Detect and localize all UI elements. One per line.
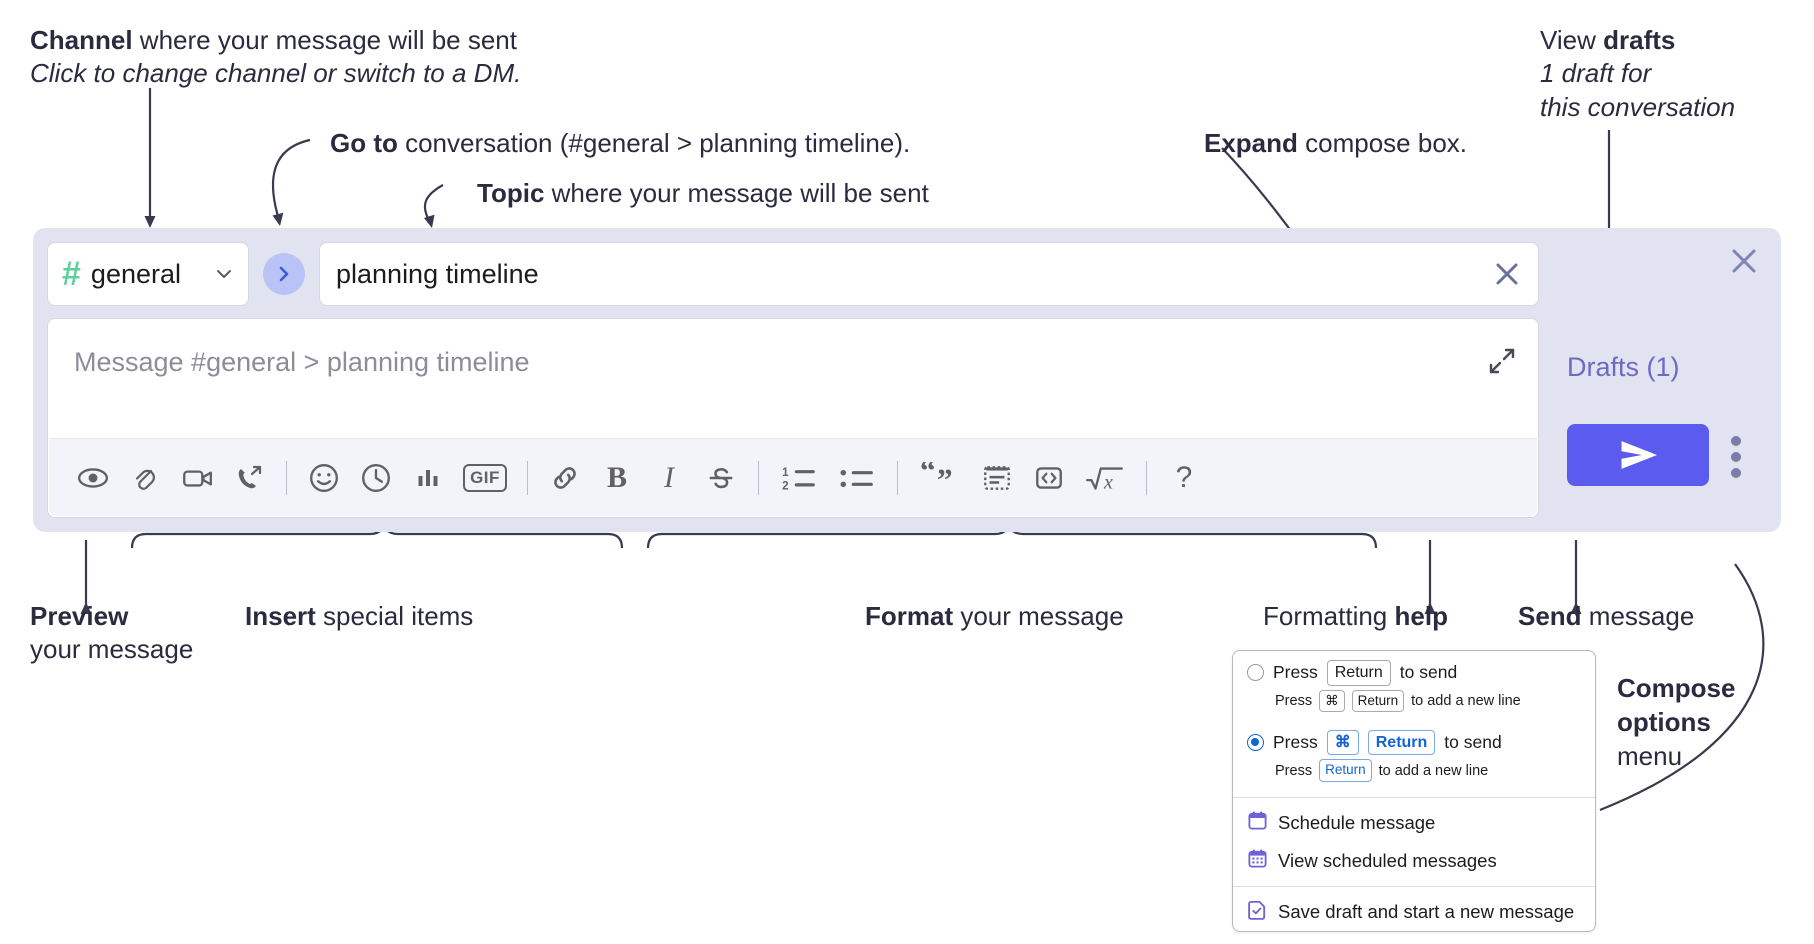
menu-item-label: Schedule message — [1278, 811, 1436, 833]
math-icon[interactable]: x — [1075, 452, 1135, 504]
topic-value: planning timeline — [336, 258, 539, 289]
annotation-drafts: View drafts 1 draft for this conversatio… — [1540, 25, 1736, 122]
menu-item-schedule-message[interactable]: Schedule message — [1233, 804, 1595, 842]
key-return: Return — [1351, 689, 1405, 712]
svg-text:“: “ — [920, 462, 936, 488]
svg-text:1: 1 — [782, 465, 789, 478]
key-return: Return — [1367, 729, 1436, 756]
option-pre: Press — [1273, 732, 1318, 753]
calendar-icon — [1247, 810, 1268, 836]
bold-label: B — [606, 460, 627, 494]
annotation-format: Format your message — [865, 601, 1124, 631]
topic-input[interactable]: planning timeline — [319, 242, 1539, 306]
annotation-send: Send message — [1518, 601, 1695, 631]
annotation-topic: Topic where your message will be sent — [477, 178, 929, 208]
link-icon[interactable] — [539, 452, 591, 504]
italic-icon[interactable]: I — [643, 452, 695, 504]
option-post: to send — [1444, 732, 1502, 753]
option-pre: Press — [1273, 662, 1318, 683]
send-option-return-sub: Press ⌘ Return to add a new line — [1233, 688, 1595, 721]
gif-label: GIF — [463, 463, 507, 492]
svg-text:x: x — [1103, 471, 1113, 493]
message-placeholder: Message #general > planning timeline — [74, 347, 530, 377]
toolbar-divider — [758, 460, 759, 495]
blockquote-icon[interactable]: “ ” — [909, 452, 971, 504]
poll-icon[interactable] — [402, 452, 454, 504]
bold-icon[interactable]: B — [591, 452, 643, 504]
option-post: to send — [1399, 662, 1458, 683]
emoji-icon[interactable] — [298, 452, 350, 504]
radio-cmd-return[interactable] — [1247, 734, 1264, 752]
menu-item-save-draft[interactable]: Save draft and start a new message — [1233, 893, 1595, 931]
bulleted-list-icon[interactable] — [828, 452, 886, 504]
send-option-return[interactable]: Press Return to send — [1233, 651, 1595, 688]
send-option-cmd-return-sub: Press Return to add a new line — [1233, 757, 1595, 790]
key-return: Return — [1319, 759, 1372, 782]
menu-item-view-scheduled[interactable]: View scheduled messages — [1233, 842, 1595, 880]
sub-post: to add a new line — [1411, 692, 1521, 709]
channel-name: general — [90, 258, 181, 289]
chevron-down-icon — [214, 264, 234, 284]
sub-pre: Press — [1275, 692, 1313, 709]
toolbar-divider — [897, 460, 898, 495]
menu-divider — [1233, 796, 1595, 798]
annotation-channel: Channel where your message will be sent … — [30, 25, 522, 89]
code-block-icon[interactable] — [971, 452, 1023, 504]
channel-selector[interactable]: # general — [47, 242, 249, 306]
gif-icon[interactable]: GIF — [454, 452, 516, 504]
compose-options-menu: Press Return to send Press ⌘ Return to a… — [1232, 650, 1596, 932]
message-input[interactable]: Message #general > planning timeline — [47, 318, 1539, 518]
key-return: Return — [1326, 660, 1391, 686]
drafts-link[interactable]: Drafts (1) — [1567, 352, 1680, 382]
code-icon[interactable] — [1023, 452, 1075, 504]
annotation-preview: Preview your message — [30, 601, 194, 665]
sub-post: to add a new line — [1378, 762, 1489, 779]
italic-label: I — [664, 460, 674, 494]
key-command: ⌘ — [1326, 729, 1359, 756]
compose-options-kebab-icon[interactable] — [1731, 436, 1741, 478]
send-option-cmd-return[interactable]: Press ⌘ Return to send — [1233, 721, 1595, 758]
sub-pre: Press — [1275, 762, 1313, 779]
compose-header-row: # general planning timeline — [47, 242, 1539, 306]
menu-item-label: Save draft and start a new message — [1278, 900, 1575, 922]
huddle-icon[interactable] — [223, 452, 275, 504]
annotation-expand: Expand compose box. — [1204, 128, 1468, 158]
toolbar-divider — [1146, 460, 1147, 495]
video-icon[interactable] — [171, 452, 223, 504]
ordered-list-icon[interactable]: 1 2 — [770, 452, 828, 504]
annotation-insert: Insert special items — [245, 601, 474, 631]
clear-topic-icon[interactable] — [1492, 259, 1522, 289]
help-icon[interactable]: ? — [1158, 452, 1210, 504]
drafts-zone: Drafts (1) — [1543, 228, 1781, 532]
send-button[interactable] — [1567, 424, 1709, 486]
close-icon[interactable] — [1729, 246, 1759, 276]
go-to-conversation-button[interactable] — [263, 253, 305, 295]
compose-panel: Drafts (1) # general planning timeline — [33, 228, 1781, 532]
save-draft-icon — [1247, 899, 1268, 925]
formatting-toolbar: GIF B I — [49, 438, 1537, 516]
key-command: ⌘ — [1319, 689, 1345, 712]
svg-text:2: 2 — [782, 479, 788, 492]
calendar-grid-icon — [1247, 848, 1268, 874]
hash-icon: # — [62, 255, 81, 293]
clock-icon[interactable] — [350, 452, 402, 504]
toolbar-divider — [286, 460, 287, 495]
annotation-goto: Go to conversation (#general > planning … — [330, 128, 911, 158]
annotation-compose-options: Compose options menu — [1617, 673, 1736, 771]
preview-icon[interactable] — [67, 452, 119, 504]
radio-return[interactable] — [1247, 664, 1264, 682]
svg-text:”: ” — [937, 462, 953, 493]
chevron-right-icon — [279, 266, 289, 282]
menu-item-label: View scheduled messages — [1278, 849, 1497, 871]
strikethrough-icon[interactable] — [695, 452, 747, 504]
toolbar-divider — [527, 460, 528, 495]
attachment-icon[interactable] — [119, 452, 171, 504]
expand-icon[interactable] — [1488, 347, 1516, 375]
help-label: ? — [1175, 460, 1193, 494]
annotation-help: Formatting help — [1263, 601, 1448, 631]
menu-divider — [1233, 885, 1595, 887]
